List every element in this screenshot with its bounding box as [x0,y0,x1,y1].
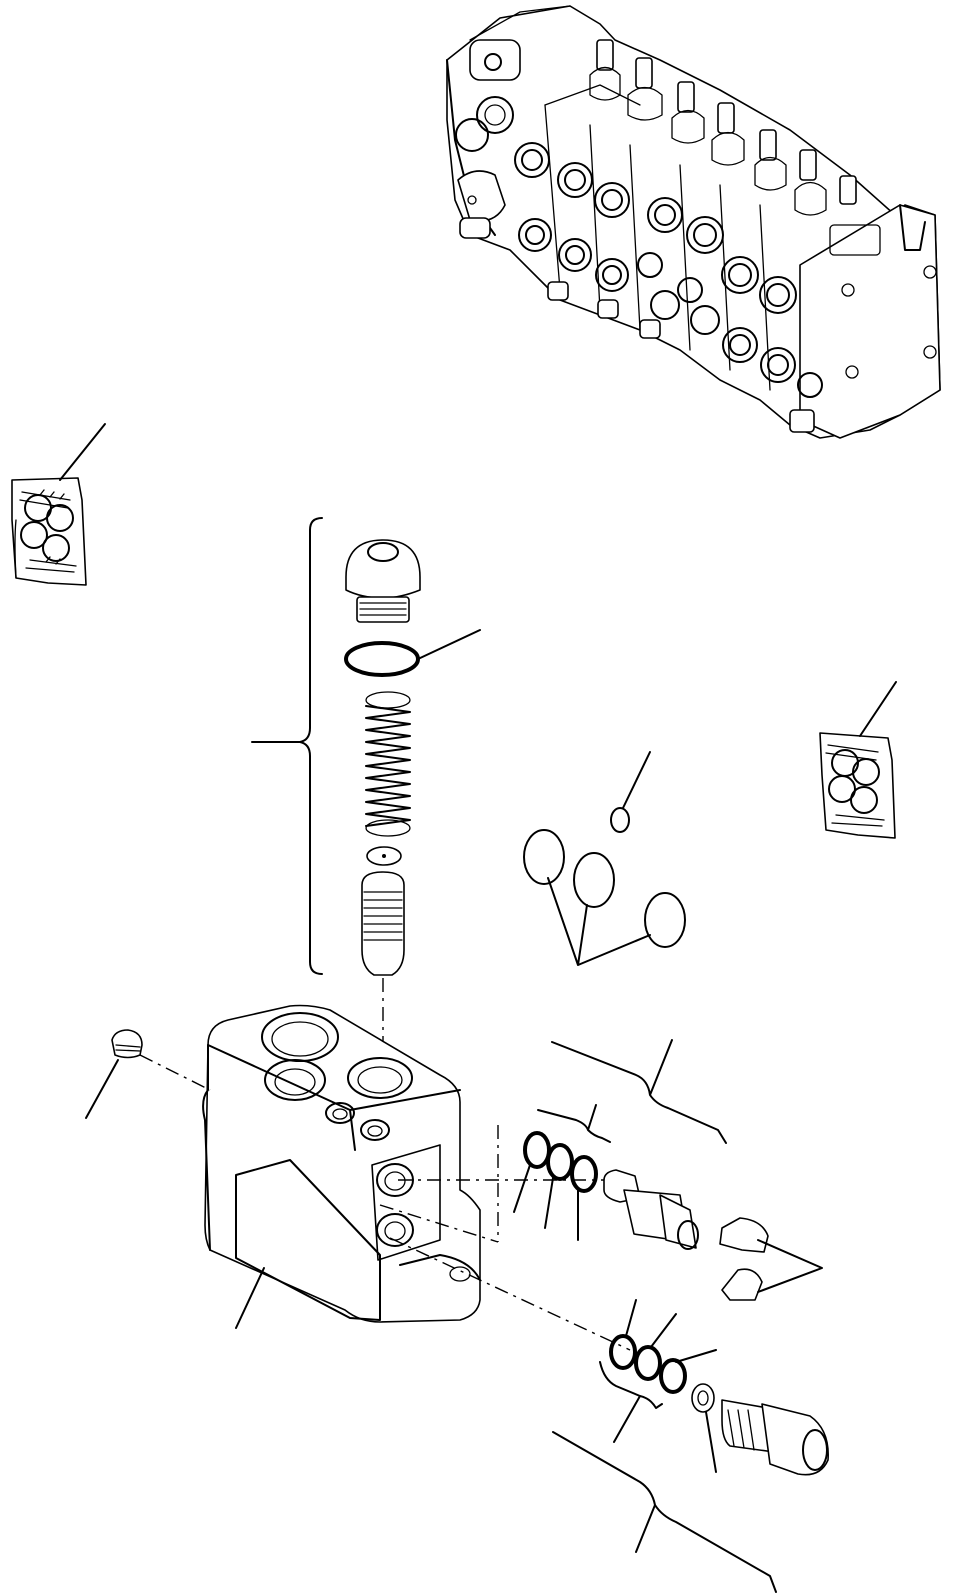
leader-line [513,1164,579,1241]
group-bracket [551,1039,727,1144]
group-bracket [552,1431,777,1593]
group-bracket [599,1361,663,1443]
leader-line [757,1239,823,1293]
leader-line [547,877,651,966]
valve-assembly-icon [446,5,941,439]
leader-line [85,1059,119,1119]
group-bracket [537,1104,611,1143]
plug-icon [345,539,421,623]
relief-valve-cartridge-icon [721,1399,829,1476]
sealant-kit-icon [11,477,87,586]
o-ring-icon [523,807,686,948]
o-ring-icon [609,1334,687,1394]
leader-line [59,423,106,481]
o-ring-icon [344,641,420,677]
sealant-kit-icon [819,732,896,839]
relief-valve-cartridge-icon [603,1169,699,1250]
washer-icon [691,1383,715,1413]
spring-icon [365,691,411,837]
leader-line [417,629,481,660]
leader-line [625,1299,717,1363]
valve-section-body-icon [202,1004,481,1323]
leader-line [235,1267,265,1329]
leader-line [705,1411,717,1473]
retainer-clip-icon [719,1217,769,1301]
leader-line [622,751,651,809]
plug-icon [111,1029,143,1059]
center-line [379,1125,620,1243]
poppet-icon [361,871,405,976]
o-ring-icon [523,1131,598,1193]
center-line [139,1054,211,1091]
leader-line [859,681,897,737]
washer-hole [697,1390,709,1406]
group-bracket [251,517,323,975]
check-ball-center [382,854,386,858]
